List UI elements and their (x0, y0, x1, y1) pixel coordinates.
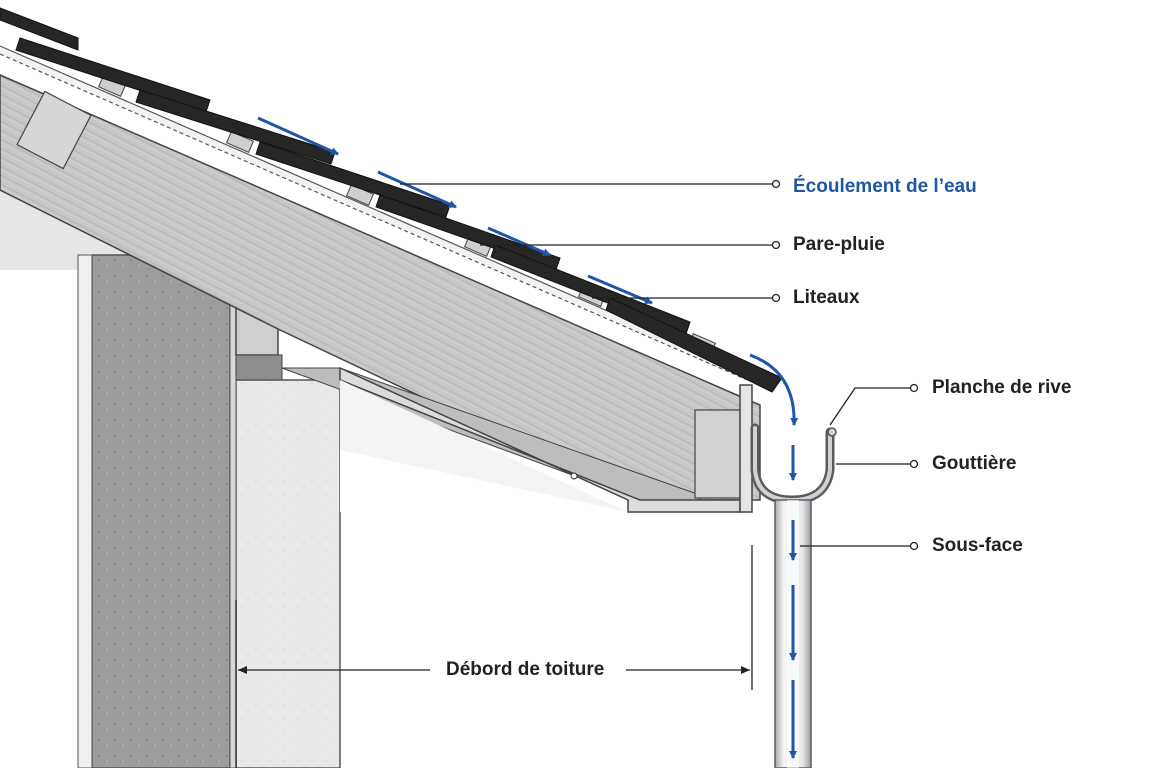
leader-fascia-board (829, 387, 914, 426)
leader-dot (909, 541, 919, 551)
label-soffit: Sous-face (932, 535, 1023, 556)
label-underlay: Pare-pluie (793, 234, 885, 255)
wall-membrane (229, 254, 237, 768)
water-arrow (257, 116, 339, 156)
label-fascia-board: Planche de rive (932, 377, 1072, 398)
concrete-wall (91, 254, 231, 768)
soffit-callout-dot (570, 472, 578, 480)
eaves-block (694, 409, 741, 499)
batten (225, 131, 255, 153)
leader-dot (771, 293, 781, 303)
label-gutter: Gouttière (932, 453, 1017, 474)
leader-end-dots (771, 179, 919, 551)
water-arrow (377, 170, 457, 209)
interior-lining (77, 254, 93, 768)
tile (0, 7, 79, 51)
leader-dot (771, 240, 781, 250)
label-water-flow: Écoulement de l’eau (793, 176, 977, 197)
leader-dot (909, 383, 919, 393)
gutter-bead (827, 427, 837, 437)
label-roof-overhang: Débord de toiture (446, 659, 605, 680)
tile (605, 297, 783, 393)
plate-shim (235, 354, 283, 381)
water-arrow-into-gutter (749, 353, 799, 426)
tile (255, 141, 451, 218)
leader-lines (400, 183, 914, 547)
leader-dot (909, 459, 919, 469)
overhang-dimension (235, 545, 753, 768)
tile (135, 89, 336, 165)
underlay-edge-bottom (0, 53, 753, 383)
soffit-shadow (340, 380, 628, 512)
water-arrow (487, 226, 551, 257)
roof-block-upper (16, 90, 92, 170)
underlay-membrane (0, 47, 754, 381)
roof-tiles (0, 7, 783, 393)
leader-dot (771, 179, 781, 189)
exterior-render (235, 379, 341, 768)
water-flow-arrows (257, 116, 799, 759)
fascia-board (739, 384, 753, 513)
label-battens: Liteaux (793, 287, 860, 308)
